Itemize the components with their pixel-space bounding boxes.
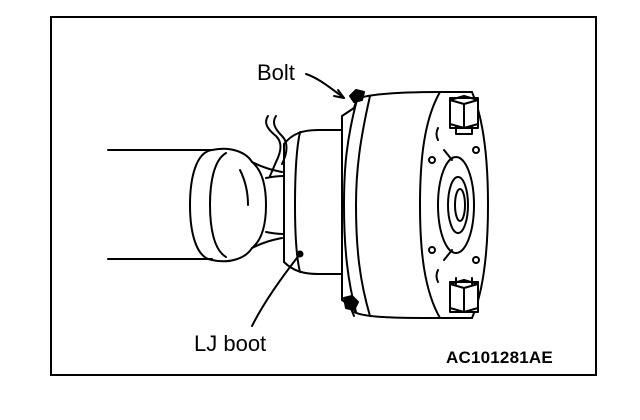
bolt-top-right	[449, 95, 479, 135]
bolt-leader-line	[305, 73, 345, 99]
figure-frame	[50, 16, 597, 376]
shaft-tube	[107, 149, 213, 260]
lj-boot-label: LJ boot	[194, 331, 267, 356]
boot-band-clip	[265, 115, 288, 177]
lj-boot-leader-line	[251, 250, 304, 327]
figure-code: AC101281AE	[446, 348, 553, 367]
bolt-head-bottom-left	[343, 295, 359, 311]
bolt-head-top-left	[349, 89, 365, 103]
flange-face	[419, 91, 489, 319]
bolt-label: Bolt	[257, 60, 295, 85]
boot-flange	[189, 147, 267, 263]
bolt-bottom-right	[449, 277, 479, 313]
lj-boot-body	[251, 129, 343, 275]
